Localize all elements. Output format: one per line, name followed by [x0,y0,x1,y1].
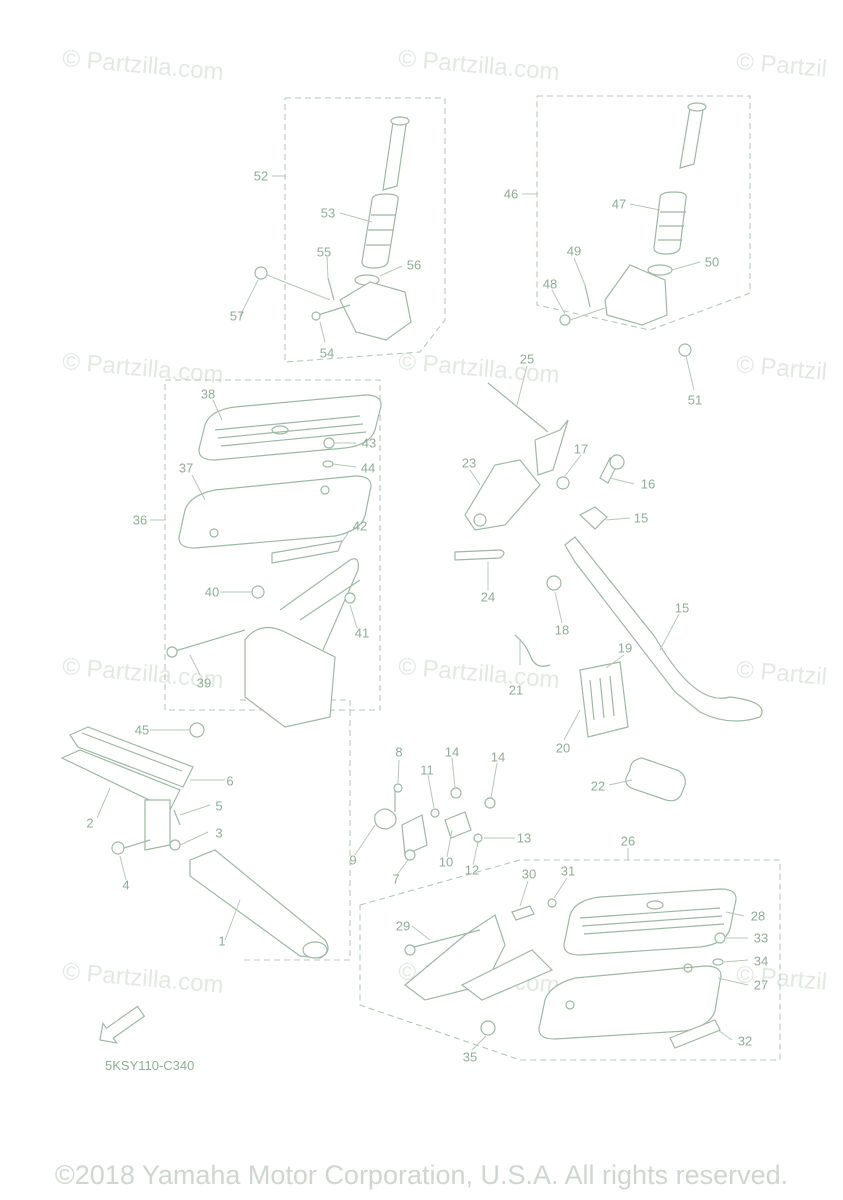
group-box-53 [284,97,446,363]
callout-14b: 14 [490,749,506,765]
callout-55: 54 [319,345,335,361]
callout-15: 15 [674,600,690,616]
group-box-27 [359,859,781,1061]
callout-25: 24 [480,589,496,605]
callout-14: 14 [444,744,460,760]
callout-20: 19 [617,640,633,656]
callout-36: 35 [462,1049,478,1065]
callout-43: 42 [352,518,368,534]
callout-33: 32 [737,1033,753,1049]
callout-38: 37 [178,460,194,476]
callout-24: 23 [461,455,477,471]
callout-27: 26 [620,833,636,849]
callout-19: 18 [554,622,570,638]
callout-41: 40 [204,584,220,600]
callout-35: 34 [753,953,769,969]
callout-22: 21 [508,682,524,698]
callout-10: 10 [438,854,454,870]
callout-13: 13 [516,830,532,846]
callout-32: 31 [560,863,576,879]
callout-37: 36 [132,512,148,528]
callout-53: 52 [253,168,269,184]
callout-52: 51 [687,392,703,408]
callout-23: 22 [590,778,606,794]
callout-18: 17 [573,441,589,457]
callout-29: 28 [750,908,766,924]
callout-44: 43 [361,435,377,451]
callout-26: 25 [519,351,535,367]
callout-50: 49 [566,243,582,259]
callout-4: 4 [122,877,130,893]
callout-34: 33 [753,930,769,946]
callout-45: 44 [360,460,376,476]
callout-2: 2 [86,815,94,831]
callout-57: 56 [406,257,422,273]
callout-21: 20 [555,740,571,756]
fwd-arrow-icon [99,1005,146,1044]
group-box-37 [164,379,381,711]
callout-54: 53 [320,205,336,221]
callout-42: 41 [354,625,370,641]
callout-7: 7 [392,871,400,887]
callout-28: 27 [753,977,769,993]
callout-31: 30 [521,866,537,882]
diagram-code: 5KSY110-C340 [105,1058,195,1073]
callout-40: 39 [196,675,212,691]
side-stand-assembly [454,382,763,802]
passenger-peg-right [254,116,412,341]
brake-switch-hardware [374,783,496,861]
callout-30: 29 [395,918,411,934]
callout-12: 12 [464,862,480,878]
callout-5: 5 [215,798,223,814]
brake-pedal-assembly [60,722,329,959]
footboard-left [166,394,382,728]
callout-47: 46 [503,186,519,202]
callout-49: 48 [542,276,558,292]
callout-11: 11 [420,762,434,778]
footboard-right [404,888,737,1049]
callout-46: 45 [134,722,150,738]
callout-58: 57 [229,308,245,324]
callout-39: 38 [200,386,216,402]
callout-leaders [96,175,749,1051]
callout-17: 16 [640,476,656,492]
callout-6: 6 [226,773,234,789]
group-box-47 [536,95,751,331]
callout-3: 3 [215,825,223,841]
callout-9: 9 [349,852,357,868]
callout-8: 8 [395,744,403,760]
callout-56: 55 [316,244,332,260]
callout-1: 1 [218,933,226,949]
passenger-peg-left [559,102,707,357]
copyright-notice: ©2018 Yamaha Motor Corporation, U.S.A. A… [54,1160,789,1190]
callout-51: 50 [704,254,720,270]
callout-16: 15 [633,510,649,526]
callout-48: 47 [611,196,627,212]
